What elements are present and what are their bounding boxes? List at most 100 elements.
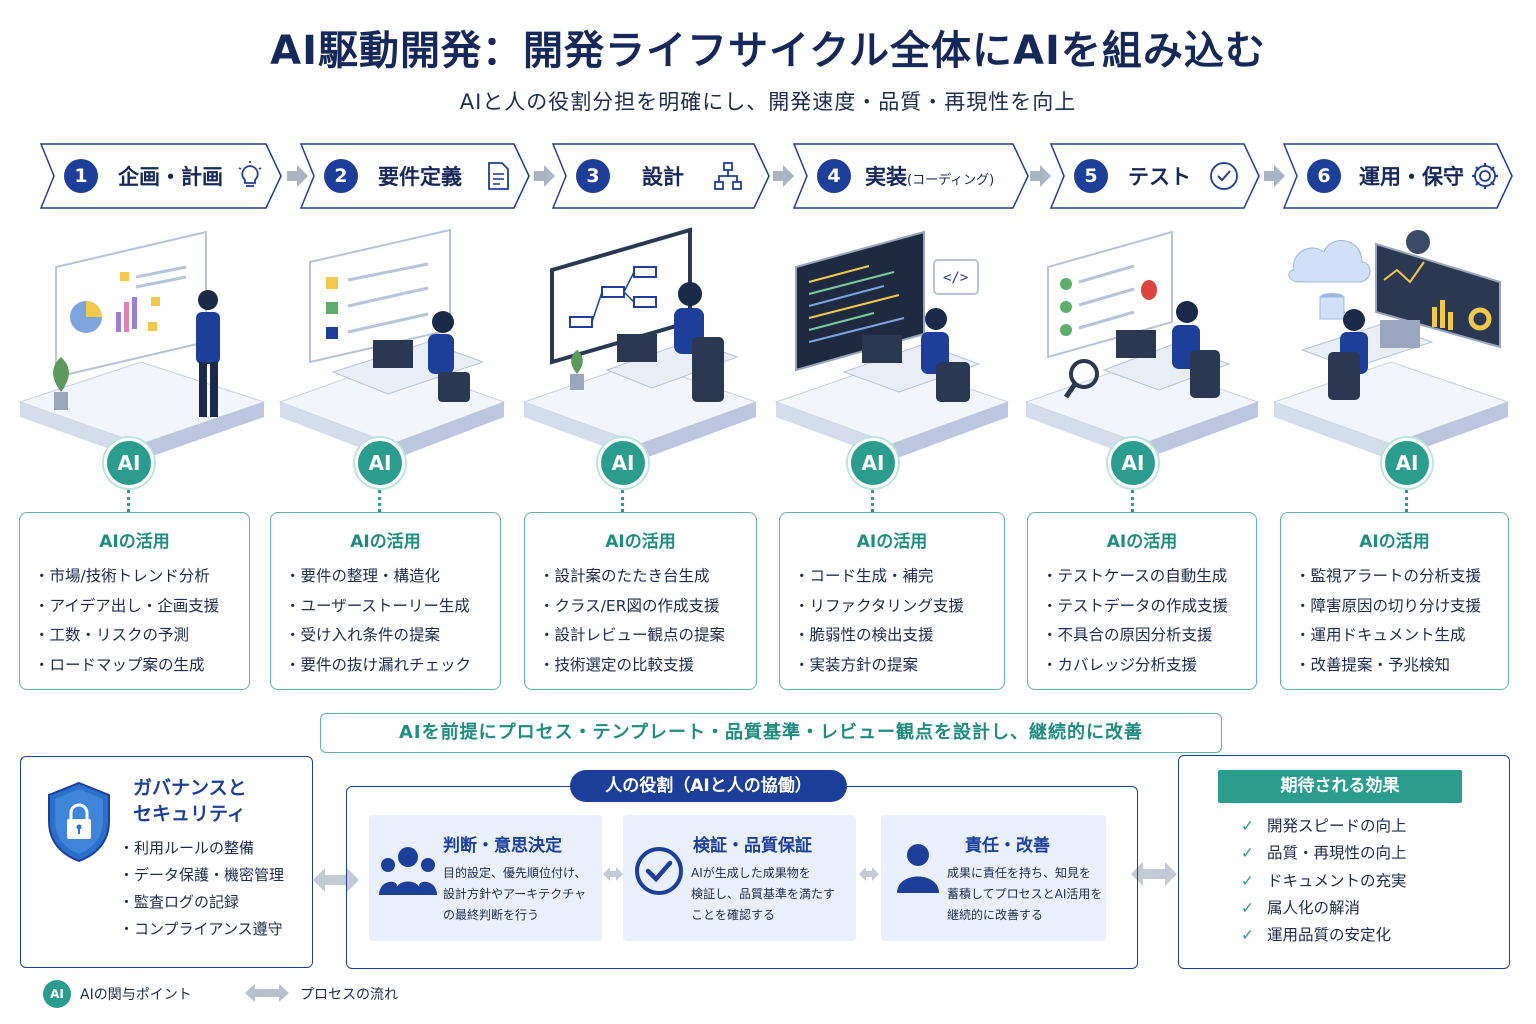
ai-connector-6 [1405,490,1409,512]
card-title: AIの活用 [99,532,170,552]
step-5-chevron [1050,143,1260,209]
list-item: ・テストデータの作成支援 [1042,596,1229,615]
lightbulb-icon [238,161,262,187]
card-title: AIの活用 [856,532,928,552]
step-6-chevron [1283,143,1513,209]
list-item: ・コード生成・補完 [794,567,934,585]
illustration-operations [1272,222,1510,482]
list-item: ・データ保護・機密管理 [119,866,285,884]
double-arrow-right [1131,862,1177,886]
list-item: ・監査ログの記録 [119,893,240,911]
check-circle-icon [635,847,683,895]
checkmark-icon: ✓ [1241,871,1254,890]
ai-connector-1 [127,490,131,512]
role-desc-line: AIが生成した成果物を [691,866,811,880]
list-item: ・設計レビュー観点の提案 [539,626,726,644]
list-item: ・改善提案・予兆検知 [1295,655,1451,674]
list-item: ・要件の整理・構造化 [285,567,441,585]
step-6-label: 運用・保守 [1359,165,1464,189]
gear-icon [1472,163,1498,189]
role-desc-line: 蓄積してプロセスとAI活用を [947,887,1103,901]
step-2-label: 要件定義 [378,165,462,189]
card-title: AIの活用 [605,532,676,552]
person-icon [897,844,939,893]
ai-badge-6: AI [1382,438,1432,488]
effect-text: ドキュメントの充実 [1267,871,1407,890]
ai-badge-5: AI [1108,438,1158,488]
role-title: 判断・意思決定 [443,836,562,856]
checkmark-icon: ✓ [1241,817,1254,835]
step-5-number: 5 [1074,159,1108,193]
role-desc-line: 継続的に改善する [947,908,1044,922]
ai-usage-card-operations: AIの活用 ・監視アラートの分析支援 ・障害原因の切り分け支援 ・運用ドキュメン… [1280,512,1509,690]
double-arrow-small [859,867,879,881]
governance-panel: ガバナンスと セキュリティ ・利用ルールの整備 ・データ保護・機密管理 ・監査ロ… [20,756,313,968]
step-4-number: 4 [817,159,851,193]
role-title: 責任・改善 [965,836,1050,856]
step-2-number: 2 [324,159,358,193]
ai-badge-3: AI [598,438,648,488]
design-scene-illustration [522,227,758,460]
page-subtitle: AIと人の役割分担を明確にし、開発速度・品質・再現性を向上 [459,90,1077,114]
document-icon [488,162,509,190]
implementation-scene-illustration: </> [774,230,1010,460]
legend-flow-arrow-icon [245,984,289,1002]
flow-arrow [773,165,794,187]
step-3-chevron [552,143,770,209]
process-design-banner: AIを前提にプロセス・テンプレート・品質基準・レビュー観点を設計し、継続的に改善 [320,713,1222,753]
role-desc-line: 検証し、品質基準を満たす [691,887,836,901]
ai-usage-card-design: AIの活用 ・設計案のたたき台生成 ・クラス/ER図の作成支援 ・設計レビュー観… [524,512,757,690]
step-6-banner: 6 運用・保守 [1283,143,1513,209]
step-4-label: 実装(コーディング) [865,161,994,191]
effect-item: ✓属人化の解消 [1241,895,1407,922]
ai-badge-2: AI [355,438,405,488]
effect-text: 品質・再現性の向上 [1267,844,1407,863]
flow-arrow [1030,165,1051,187]
illustration-implementation: </> [774,222,1010,482]
ai-usage-card-implementation: AIの活用 ・コード生成・補完 ・リファクタリング支援 ・脆弱性の検出支援 ・実… [779,512,1005,690]
step-1-chevron [40,143,282,209]
governance-title-line2: セキュリティ [133,803,246,825]
svg-text:</>: </> [943,270,968,286]
legend-ai-label: AIの関与ポイント [80,987,192,1003]
effect-item: ✓運用品質の安定化 [1241,922,1407,949]
ai-connector-5 [1131,490,1135,512]
legend-flow-label: プロセスの流れ [300,987,398,1003]
checkmark-icon: ✓ [1241,844,1254,863]
hierarchy-icon [714,162,742,190]
people-group-icon [379,847,437,895]
step-4-banner: 4 実装(コーディング) [793,143,1029,209]
ai-badge-1: AI [104,438,154,488]
step-3-number: 3 [576,159,610,193]
ai-connector-4 [871,490,875,512]
list-item: ・ユーザーストーリー生成 [285,596,470,615]
role-desc-line: 目的設定、優先順位付け、 [443,866,587,880]
shield-lock-icon [48,781,110,863]
role-responsibility: 責任・改善 成果に責任を持ち、知見を 蓄積してプロセスとAI活用を 継続的に改善… [881,815,1106,941]
flow-arrow [534,165,555,187]
list-item: ・リファクタリング支援 [794,596,964,615]
step-3-banner: 3 設計 [552,143,770,209]
illustration-design [522,222,758,482]
illustration-planning [16,222,266,482]
effect-text: 属人化の解消 [1267,898,1361,917]
role-title: 検証・品質保証 [693,836,812,856]
ai-badge-4: AI [848,438,898,488]
testing-scene-illustration [1024,230,1260,460]
step-1-banner: 1 企画・計画 [40,143,282,209]
double-arrow-left [313,868,359,892]
check-circle-icon [1210,162,1238,190]
list-item: ・脆弱性の検出支援 [794,626,934,644]
checkmark-icon: ✓ [1241,926,1254,945]
operations-scene-illustration [1272,230,1510,460]
ai-usage-card-requirements: AIの活用 ・要件の整理・構造化 ・ユーザーストーリー生成 ・受け入れ条件の提案… [270,512,501,690]
role-decision: 判断・意思決定 目的設定、優先順位付け、 設計方針やアーキテクチャ の最終判断を… [369,815,602,941]
list-item: ・不具合の原因分析支援 [1042,626,1213,644]
ai-usage-card-planning: AIの活用 ・市場/技術トレンド分析 ・アイデア出し・企画支援 ・工数・リスクの… [19,512,250,690]
ai-usage-card-testing: AIの活用 ・テストケースの自動生成 ・テストデータの作成支援 ・不具合の原因分… [1027,512,1257,690]
list-item: ・実装方針の提案 [794,655,919,674]
flow-arrow [287,165,308,187]
list-item: ・カバレッジ分析支援 [1042,655,1198,674]
step-4-chevron [793,143,1029,209]
double-arrow-small [603,867,623,881]
